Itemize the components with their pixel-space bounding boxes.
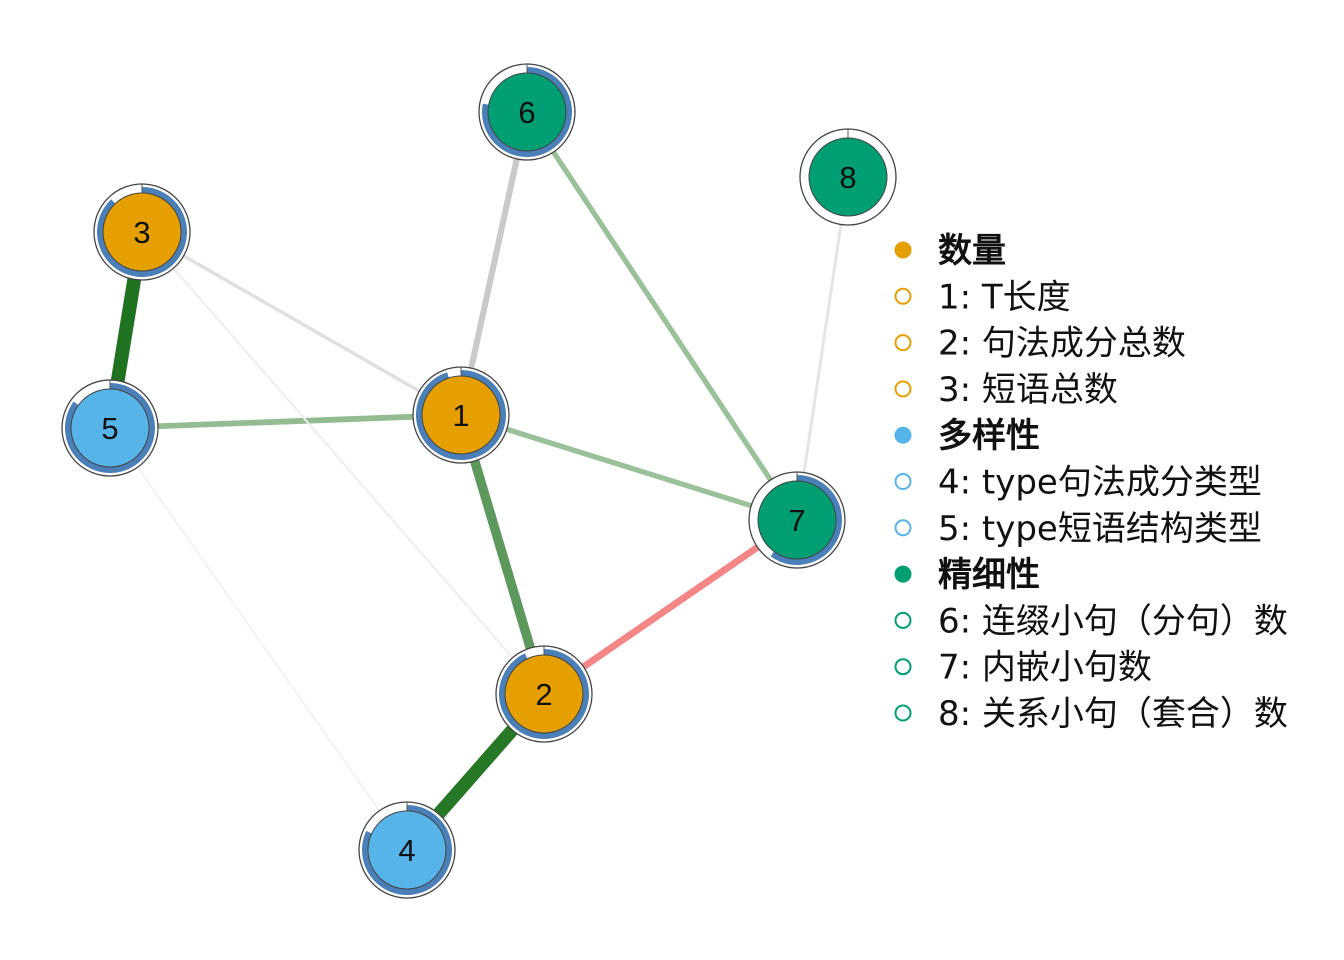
node-5: 5 [61,379,159,477]
legend-label: 4: type句法成分类型 [938,463,1262,503]
node-label: 2 [535,677,552,712]
edge-2-3 [141,231,545,695]
edge-4-5 [109,427,408,851]
node-label: 7 [788,503,805,538]
legend-group-entry: 精细性 [894,555,1040,595]
legend-label: 数量 [938,231,1006,271]
legend-dot-hollow [894,380,912,398]
legend-item-entry: 7: 内嵌小句数 [894,648,1152,688]
legend-item-entry: 3: 短语总数 [894,370,1118,410]
nodes-layer: 1 2 3 4 5 6 7 8 [61,63,897,899]
legend-item-entry: 4: type句法成分类型 [894,463,1262,503]
node-label: 5 [101,411,118,446]
legend-label: 7: 内嵌小句数 [938,648,1152,688]
legend-item-entry: 6: 连缀小句（分句）数 [894,601,1288,641]
legend-label: 1: T长度 [938,277,1071,317]
node-7: 7 [748,471,846,569]
legend-dot-filled [894,241,912,259]
legend-dot-hollow [894,658,912,676]
legend-label: 多样性 [938,416,1040,456]
node-disk [808,137,888,217]
legend-dot-hollow [894,334,912,352]
legend-label: 5: type短语结构类型 [938,509,1262,549]
node-label: 8 [839,160,856,195]
edge-1-3 [141,230,462,417]
node-disk [102,192,182,272]
legend-item-entry: 8: 关系小句（套合）数 [894,694,1288,734]
legend-group-entry: 数量 [894,231,1006,271]
node-disk [504,654,584,734]
node-2: 2 [495,645,593,743]
edges-layer [103,110,850,855]
node-disk [487,72,567,152]
node-disk [421,375,501,455]
edge-2-7 [542,517,799,697]
edge-1-6 [458,111,530,416]
node-disk [70,388,150,468]
node-8: 8 [799,128,897,226]
legend-label: 2: 句法成分总数 [938,324,1186,364]
legend-dot-filled [894,565,912,583]
edge-6-7 [524,110,800,522]
legend-dot-hollow [894,519,912,537]
node-6: 6 [478,63,576,161]
node-1: 1 [412,366,510,464]
legend-dot-hollow [894,704,912,722]
edge-7-8 [795,176,850,521]
legend-dot-filled [894,426,912,444]
edge-1-5 [109,412,462,431]
legend-item-entry: 1: T长度 [894,277,1071,317]
legend-label: 6: 连缀小句（分句）数 [938,601,1288,641]
legend-item-entry: 5: type短语结构类型 [894,509,1262,549]
node-3: 3 [93,183,191,281]
edge-1-7 [460,412,798,523]
legend-label: 3: 短语总数 [938,370,1118,410]
node-label: 4 [398,833,415,868]
legend-group-entry: 多样性 [894,416,1040,456]
node-label: 6 [518,95,535,130]
node-label: 1 [452,398,469,433]
node-disk [367,810,447,890]
legend-label: 8: 关系小句（套合）数 [938,694,1288,734]
node-label: 3 [133,215,150,250]
legend-dot-hollow [894,473,912,490]
legend-dot-hollow [894,611,912,629]
node-disk [757,480,837,560]
node-4: 4 [358,801,456,899]
legend-label: 精细性 [938,555,1040,595]
legend-item-entry: 2: 句法成分总数 [894,324,1186,364]
legend-dot-hollow [894,287,912,305]
